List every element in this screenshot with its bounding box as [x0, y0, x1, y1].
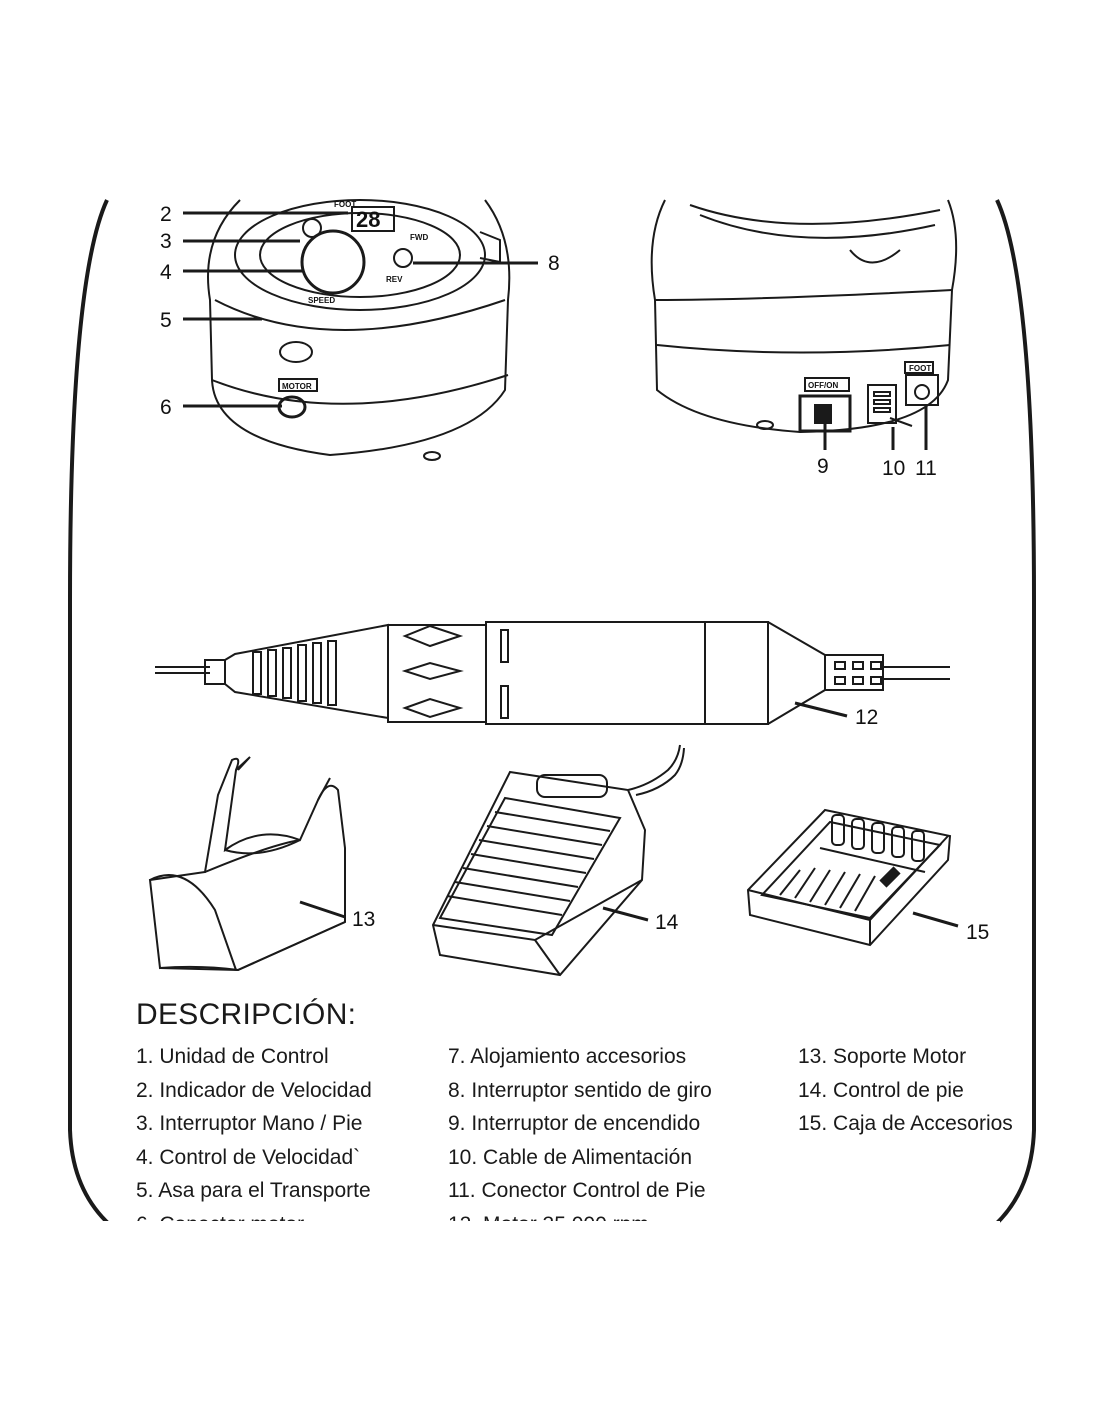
callout-8: 8	[548, 252, 560, 275]
description-item: 8. Interruptor sentido de giro	[448, 1077, 712, 1111]
speed-panel-label: SPEED	[308, 296, 335, 305]
description-item: 2. Indicador de Velocidad	[136, 1077, 372, 1111]
callout-13: 13	[352, 908, 375, 931]
callout-5: 5	[160, 309, 172, 332]
description-item: 1. Unidad de Control	[136, 1043, 372, 1077]
description-column-3: 13. Soporte Motor 14. Control de pie 15.…	[798, 1043, 1013, 1144]
description-item: 15. Caja de Accesorios	[798, 1110, 1013, 1144]
description-item: 9. Interruptor de encendido	[448, 1110, 712, 1144]
callout-3: 3	[160, 230, 172, 253]
callout-14: 14	[655, 911, 679, 934]
description-item: 14. Control de pie	[798, 1077, 1013, 1111]
description-item: 5. Asa para el Transporte	[136, 1177, 372, 1211]
callout-2: 2	[160, 203, 172, 226]
description-title: DESCRIPCIÓN:	[136, 998, 356, 1032]
foot-panel-label: FOOT	[334, 200, 356, 209]
foot-port-label: FOOT	[909, 364, 931, 373]
speed-display-value: 28	[356, 207, 380, 232]
callout-10: 10	[882, 457, 905, 480]
off-on-switch-label: OFF/ON	[808, 381, 838, 390]
callout-4: 4	[160, 261, 172, 284]
description-column-1: 1. Unidad de Control 2. Indicador de Vel…	[136, 1043, 372, 1244]
rev-panel-label: REV	[386, 275, 403, 284]
fwd-panel-label: FWD	[410, 233, 428, 242]
callout-6: 6	[160, 396, 172, 419]
callout-15-line	[913, 913, 958, 926]
control-unit-back	[652, 200, 957, 432]
foot-pedal	[433, 745, 684, 975]
callout-12-line	[795, 703, 847, 716]
description-item: 10. Cable de Alimentación	[448, 1144, 712, 1178]
motor-port-label: MOTOR	[282, 382, 312, 391]
callout-13-line	[300, 902, 345, 917]
callout-15: 15	[966, 921, 989, 944]
description-item: 7. Alojamiento accesorios	[448, 1043, 712, 1077]
callout-9: 9	[817, 455, 829, 478]
description-column-2: 7. Alojamiento accesorios 8. Interruptor…	[448, 1043, 712, 1244]
accessory-box	[748, 810, 950, 945]
callout-12: 12	[855, 706, 878, 729]
description-item: 13. Soporte Motor	[798, 1043, 1013, 1077]
motor-handpiece	[155, 622, 950, 724]
description-item: 3. Interruptor Mano / Pie	[136, 1110, 372, 1144]
motor-stand	[150, 757, 345, 970]
description-item: 4. Control de Velocidad`	[136, 1144, 372, 1178]
callout-11: 11	[915, 457, 937, 480]
control-unit-front	[208, 200, 509, 460]
page-cut-mask	[100, 1221, 1000, 1422]
description-item: 11. Conector Control de Pie	[448, 1177, 712, 1211]
